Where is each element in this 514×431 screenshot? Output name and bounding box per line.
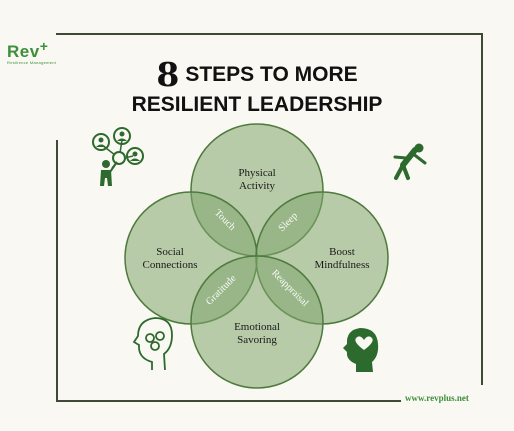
label-mindfulness: Mindfulness: [315, 259, 370, 271]
heart-head-icon: [343, 328, 379, 372]
frame-right-line: [481, 33, 483, 385]
label-connections: Connections: [143, 259, 198, 271]
label-boost: Boost: [329, 246, 355, 258]
network-people-icon: [92, 127, 144, 186]
frame-bottom-line: [56, 400, 401, 402]
logo-plus-icon: +: [39, 38, 48, 54]
label-emotional: Emotional: [234, 321, 280, 333]
brand-logo: Rev+ Resilience Management: [7, 38, 57, 65]
venn-circles: [124, 123, 389, 389]
website-url[interactable]: www.revplus.net: [405, 393, 469, 403]
stretching-person-icon: [393, 143, 427, 180]
label-social: Social: [156, 246, 184, 258]
circle-emotional-savoring: [190, 255, 324, 389]
label-savoring: Savoring: [237, 334, 277, 346]
title-text-1: STEPS TO MORE: [185, 63, 358, 86]
label-physical: Physical: [238, 167, 275, 179]
label-activity: Activity: [239, 180, 276, 192]
emotions-head-icon: [132, 317, 173, 371]
logo-subtitle: Resilience Management: [7, 60, 57, 65]
frame-left-line: [56, 140, 58, 400]
title-number: 8: [156, 55, 180, 94]
logo-text: Rev: [7, 42, 40, 61]
title-line-2: RESILIENT LEADERSHIP: [131, 93, 383, 116]
frame-top-line: [56, 33, 482, 35]
